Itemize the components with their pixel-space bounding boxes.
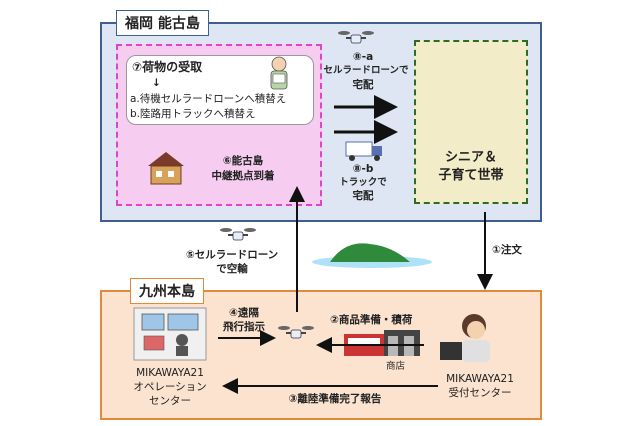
drone-icon-5 — [220, 228, 256, 241]
step8b-text-2: 宅配 — [352, 190, 374, 202]
step5-line1: ⑤セルラードローン — [185, 249, 279, 261]
step8a-text: セルラードローンで — [323, 65, 409, 76]
step6-line1: ⑥能古島 — [222, 155, 264, 167]
step7-b-text: b.陸路用トラックへ積替え — [130, 108, 256, 120]
senior-family-box — [414, 40, 528, 204]
ops-center-line3: センター — [149, 395, 191, 407]
step2-text: ②商品準備・積荷 — [330, 314, 413, 326]
store-label: 商店 — [386, 361, 406, 372]
step7-a-text: a.待機セルラードローンへ積替え — [130, 93, 287, 105]
step7-title: ⑦荷物の受取 — [132, 60, 203, 74]
step4-line2: 飛行指示 — [223, 321, 265, 333]
step4-line1: ④遠隔 — [229, 307, 259, 319]
ops-center-line1: MIKAWAYA21 — [136, 367, 204, 379]
reception-center-line2: 受付センター — [448, 387, 512, 399]
step8a-text-2: 宅配 — [352, 79, 374, 91]
kyushu-mainland-label: 九州本島 — [130, 278, 204, 304]
reception-center-line1: MIKAWAYA21 — [446, 373, 514, 385]
step5-line2: で空輸 — [216, 263, 248, 275]
noko-island-label: 福岡 能古島 — [116, 10, 209, 36]
step8b-text: トラックで — [339, 177, 387, 188]
ops-center-line2: オペレーション — [133, 381, 207, 393]
down-arrow-glyph: ↓ — [152, 77, 161, 89]
island-icon — [312, 243, 432, 268]
step6-line2: 中継拠点到着 — [211, 170, 275, 182]
step8a-number: ⑧-a — [352, 51, 374, 63]
step3-text: ③離陸準備完了報告 — [288, 393, 382, 405]
destination-line2: 子育て世帯 — [438, 168, 504, 183]
step1-order: ①注文 — [492, 244, 522, 256]
step8b-number: ⑧-b — [352, 163, 374, 175]
destination-line1: シニア＆ — [444, 150, 497, 165]
